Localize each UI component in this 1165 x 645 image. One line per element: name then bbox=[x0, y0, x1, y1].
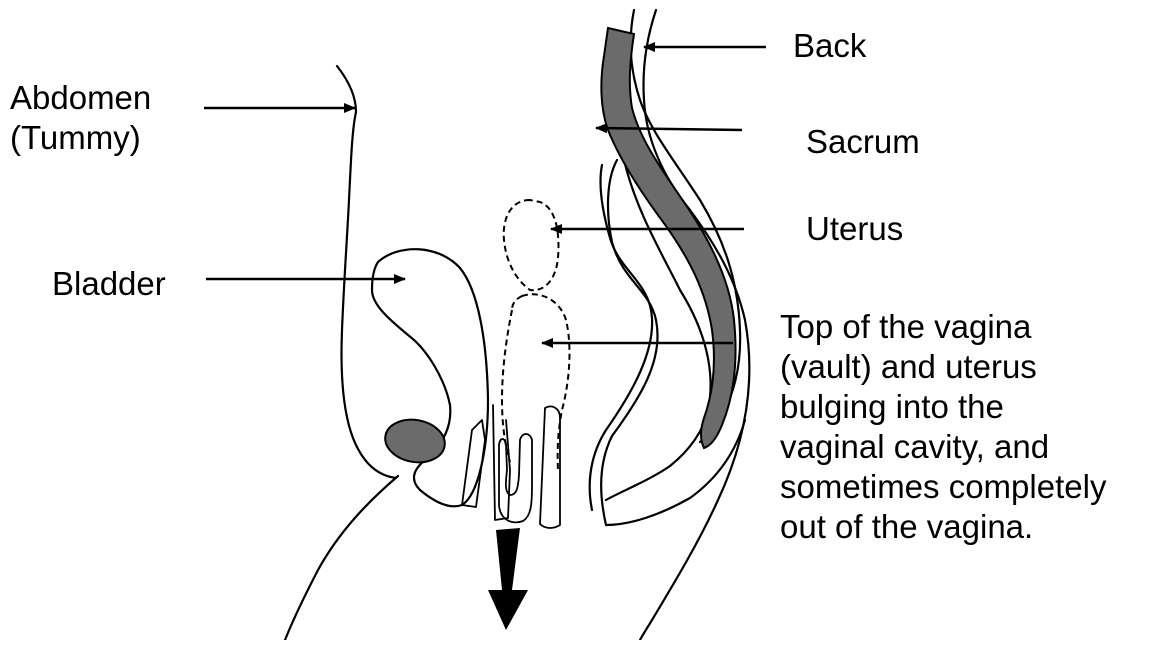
thigh-outline bbox=[285, 476, 398, 640]
sacrum-bone bbox=[601, 28, 735, 448]
pubic-bone bbox=[382, 415, 448, 467]
abdomen-label: Abdomen (Tummy) bbox=[10, 78, 151, 158]
urethra bbox=[462, 420, 485, 507]
description-line-6: out of the vagina. bbox=[780, 507, 1106, 547]
rectum-lower bbox=[606, 420, 745, 525]
description-line-3: bulging into the bbox=[780, 387, 1106, 427]
abdomen-outline bbox=[337, 66, 396, 478]
vault-prolapse-description: Top of the vagina (vault) and uterus bul… bbox=[780, 307, 1106, 547]
uterus-label: Uterus bbox=[806, 209, 903, 249]
description-line-2: (vault) and uterus bbox=[780, 347, 1106, 387]
uterus-dashed bbox=[504, 200, 559, 290]
description-line-4: vaginal cavity, and bbox=[780, 427, 1106, 467]
bladder-label: Bladder bbox=[52, 264, 166, 304]
sacrum-label: Sacrum bbox=[806, 122, 920, 162]
back-label: Back bbox=[793, 26, 866, 66]
description-line-5: sometimes completely bbox=[780, 467, 1106, 507]
down-arrow bbox=[488, 528, 528, 630]
vaginal-canal bbox=[499, 434, 532, 522]
abdomen-label-line-1: Abdomen bbox=[10, 78, 151, 118]
abdomen-label-line-2: (Tummy) bbox=[10, 118, 151, 158]
bladder bbox=[372, 249, 488, 506]
description-line-1: Top of the vagina bbox=[780, 307, 1106, 347]
